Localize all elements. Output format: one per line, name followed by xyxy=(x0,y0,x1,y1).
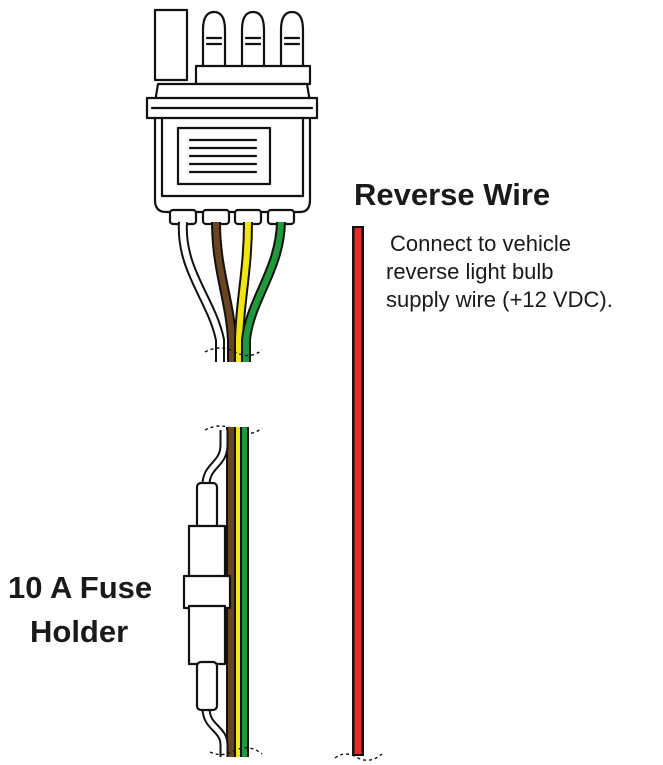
wire-bundle-upper xyxy=(177,221,286,362)
reverse-wire-description-line-2: reverse light bulb xyxy=(386,259,554,284)
red-wire xyxy=(354,228,362,754)
reverse-wire xyxy=(334,226,383,761)
fuse-holder-label-line-1: 10 A Fuse xyxy=(8,570,152,605)
reverse-wire-title: Reverse Wire xyxy=(354,177,550,212)
reverse-wire-description-line-1: Connect to vehicle xyxy=(390,231,571,256)
reverse-wire-description-line-3: supply wire (+12 VDC). xyxy=(386,287,613,312)
4-pole-connector-icon xyxy=(145,8,319,226)
fuse-holder-icon xyxy=(182,481,232,712)
fuse-holder-label-line-2: Holder xyxy=(30,614,128,649)
